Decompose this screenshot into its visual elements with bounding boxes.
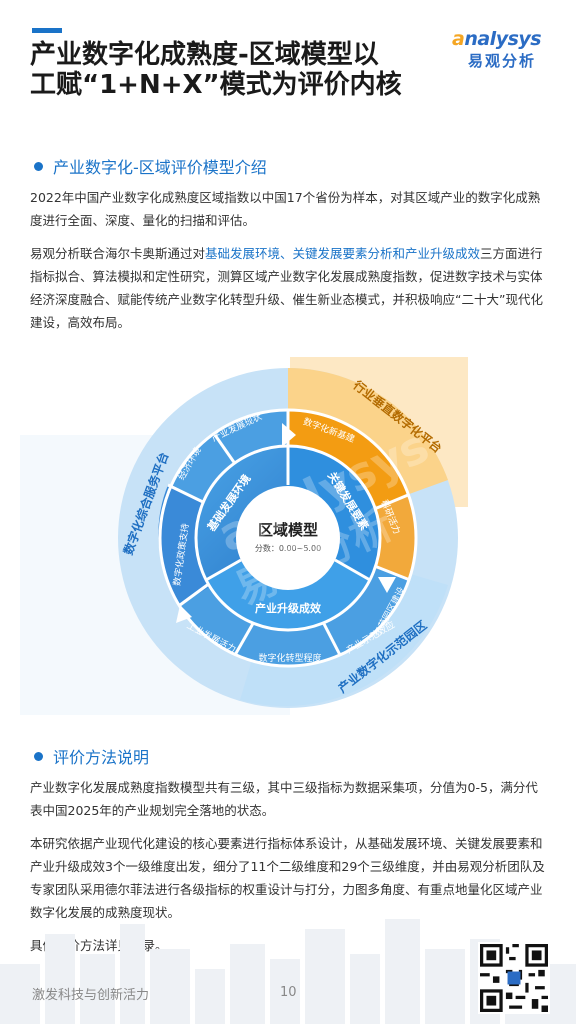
- highlight-dimensions: 基础发展环境、关键发展要素分析和产业升级成效: [205, 246, 481, 261]
- method-design-paragraph: 本研究依据产业现代化建设的核心要素进行指标体系设计，从基础发展环境、关键发展要素…: [30, 836, 545, 920]
- center-score-range: 分数：0.00~5.00: [255, 543, 321, 553]
- bullet-dot-icon: [34, 751, 43, 761]
- model-method-paragraph: 易观分析联合海尔卡奥斯通过对基础发展环境、关键发展要素分析和产业升级成效三方面进…: [30, 246, 543, 330]
- title-accent-bar: [32, 28, 62, 33]
- analysys-logo: analysys 易观分析: [452, 28, 552, 71]
- footer-slogan: 激发科技与创新活力: [32, 988, 150, 1003]
- method-levels-paragraph: 产业数字化发展成熟度指数模型共有三级，其中三级指标为数据采集项，分值为0-5，满…: [30, 780, 538, 818]
- model-intro-paragraph: 2022年中国产业数字化成熟度区域指数以中国17个省份为样本，对其区域产业的数字…: [30, 190, 541, 228]
- center-title: 区域模型: [258, 521, 318, 539]
- regional-model-diagram: 区域模型 分数：0.00~5.00 基础发展环境 关键发展要素 产业升级成效 产…: [20, 357, 468, 715]
- arrow-icon: [282, 423, 296, 447]
- logo-english: analysys: [452, 28, 542, 50]
- logo-chinese: 易观分析: [468, 52, 537, 70]
- inner-label-upgrade-results: 产业升级成效: [255, 601, 322, 615]
- section-heading-method: 评价方法说明: [34, 744, 149, 768]
- middle-label-transformation-degree: 数字化转型程度: [258, 652, 321, 664]
- page-number: 10: [280, 985, 297, 1000]
- title-line-1: 产业数字化成熟度-区域模型以: [30, 40, 379, 70]
- page-title: 产业数字化成熟度-区域模型以 工赋“1+N+X”模式为评价内核: [30, 40, 440, 100]
- bullet-dot-icon: [34, 161, 43, 171]
- center-circle: [236, 486, 340, 590]
- section-heading-model: 产业数字化-区域评价模型介绍: [34, 154, 267, 178]
- title-line-2: 工赋“1+N+X”模式为评价内核: [30, 70, 402, 100]
- arrow-icon: [378, 577, 396, 593]
- arrow-icon: [176, 605, 192, 623]
- qr-code-icon: [478, 942, 550, 1014]
